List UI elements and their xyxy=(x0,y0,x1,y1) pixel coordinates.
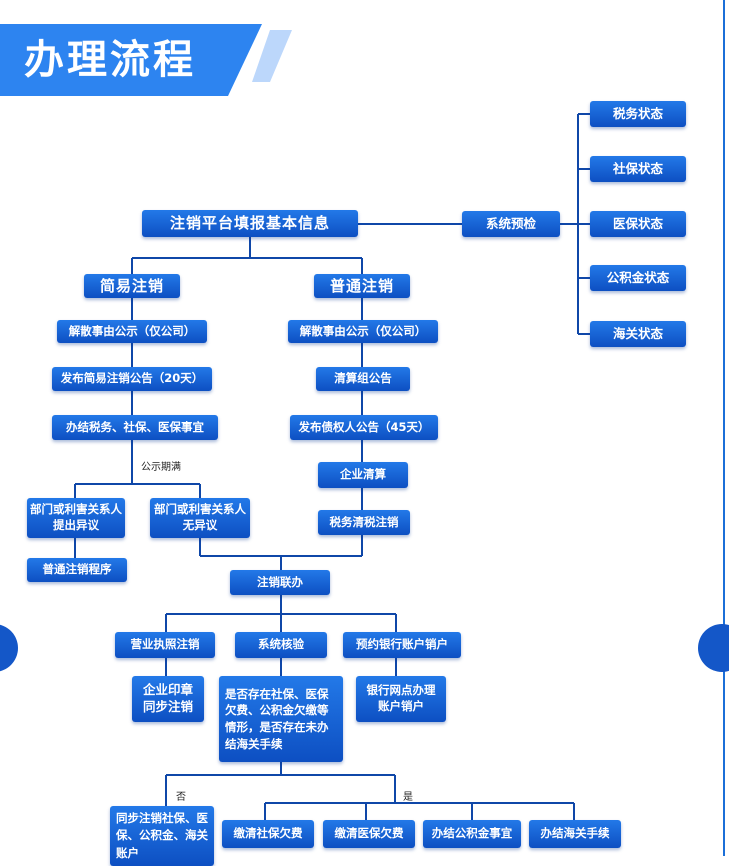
start-box: 注销平台填报基本信息 xyxy=(142,210,358,237)
yes-result-social-arrears: 缴清社保欠费 xyxy=(222,820,314,848)
branch-yes-label: 是 xyxy=(403,792,413,803)
verification-question-box: 是否存在社保、医保欠费、公积金欠缴等情形，是否存在未办结海关手续 xyxy=(219,676,343,762)
notice-period-label: 公示期满 xyxy=(141,462,181,473)
no-result-box: 同步注销社保、医保、公积金、海关账户 xyxy=(110,806,214,866)
branch-no-label: 否 xyxy=(176,792,186,803)
check-tax-status: 税务状态 xyxy=(590,101,686,127)
seal-deregistration-box: 企业印章 同步注销 xyxy=(132,676,204,722)
yes-result-customs: 办结海关手续 xyxy=(529,820,621,848)
check-housing-fund-status: 公积金状态 xyxy=(590,265,686,291)
normal-step-4: 企业清算 xyxy=(318,462,408,488)
objection-box: 部门或利害关系人 提出异议 xyxy=(27,498,125,538)
simple-step-3: 办结税务、社保、医保事宜 xyxy=(52,415,218,440)
check-social-security-status: 社保状态 xyxy=(590,156,686,182)
check-medical-insurance-status: 医保状态 xyxy=(590,211,686,237)
right-page-circle xyxy=(698,624,729,672)
yes-result-medical-arrears: 缴清医保欠费 xyxy=(323,820,415,848)
bank-branch-box: 银行网点办理 账户销户 xyxy=(356,676,446,722)
branch-business-license: 营业执照注销 xyxy=(115,632,215,658)
no-objection-box: 部门或利害关系人 无异议 xyxy=(150,498,250,538)
joint-handling-header: 注销联办 xyxy=(230,570,330,595)
title-banner xyxy=(0,24,292,96)
normal-step-3: 发布债权人公告（45天） xyxy=(290,415,438,440)
normal-step-1: 解散事由公示（仅公司） xyxy=(288,320,438,343)
normal-step-2: 清算组公告 xyxy=(316,367,410,391)
right-edge-line xyxy=(723,0,725,856)
normal-deregistration-header: 普通注销 xyxy=(314,274,410,298)
yes-result-housing-fund: 办结公积金事宜 xyxy=(423,820,521,848)
left-page-circle xyxy=(0,624,18,672)
normal-step-5: 税务清税注销 xyxy=(318,510,410,535)
branch-system-verification: 系统核验 xyxy=(235,632,327,658)
branch-bank-account: 预约银行账户销户 xyxy=(343,632,461,658)
check-customs-status: 海关状态 xyxy=(590,321,686,347)
simple-deregistration-header: 简易注销 xyxy=(84,274,180,298)
precheck-box: 系统预检 xyxy=(462,211,560,237)
simple-step-1: 解散事由公示（仅公司） xyxy=(57,320,207,343)
page-title: 办理流程 xyxy=(24,37,196,83)
simple-step-2: 发布简易注销公告（20天） xyxy=(52,367,212,391)
normal-procedure-box: 普通注销程序 xyxy=(27,558,127,582)
